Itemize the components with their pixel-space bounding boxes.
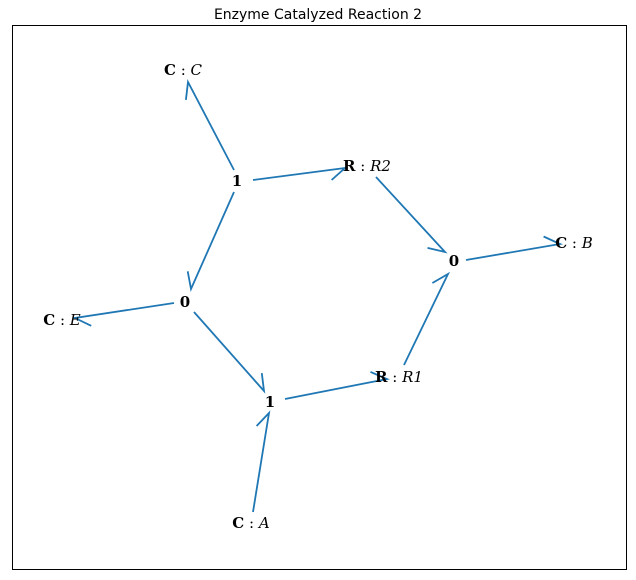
node-c-a-type: C xyxy=(232,514,244,532)
node-r-r2-name: R2 xyxy=(369,157,391,175)
node-c-a-sep: : xyxy=(244,514,259,532)
node-c-c-type: C xyxy=(164,61,176,79)
node-c-e-type: C xyxy=(43,311,55,329)
node-c-a: C : A xyxy=(232,514,270,532)
node-r-r1-sep: : xyxy=(388,368,403,386)
bond-r-r1-to-zero-right xyxy=(403,271,451,366)
node-zero-right: 0 xyxy=(449,252,459,270)
node-c-e-name: E xyxy=(69,311,81,329)
node-c-b-sep: : xyxy=(567,234,582,252)
node-r-r1-type: R xyxy=(375,368,388,386)
node-r-r2-sep: : xyxy=(356,157,371,175)
node-zero-left: 0 xyxy=(180,293,190,311)
bond-r-r2-to-zero-right xyxy=(375,176,448,254)
node-c-e: C : E xyxy=(43,311,81,329)
node-r-r2-type: R xyxy=(343,157,356,175)
node-c-a-name: A xyxy=(257,514,270,532)
bond-zero-left-to-one-bottom xyxy=(193,311,266,394)
node-r-r1-name: R1 xyxy=(401,368,423,386)
node-c-e-sep: : xyxy=(55,311,70,329)
diagram-title: Enzyme Catalyzed Reaction 2 xyxy=(214,7,422,23)
node-r-r1: R : R1 xyxy=(375,368,423,386)
bond-one-top-to-zero-left xyxy=(186,191,235,293)
bond-one-bottom-to-r-r1 xyxy=(284,371,391,400)
bond-zero-right-to-c-b xyxy=(465,235,564,261)
node-c-b: C : B xyxy=(555,234,593,252)
node-c-c: C : C xyxy=(164,61,203,79)
node-c-b-type: C xyxy=(555,234,567,252)
bond-one-top-to-r-r2 xyxy=(252,166,348,181)
bond-zero-left-to-c-e xyxy=(71,302,175,327)
bond-c-a-to-one-bottom xyxy=(252,410,271,513)
node-c-c-name: C xyxy=(191,61,203,79)
node-one-top: 1 xyxy=(232,172,242,190)
axes-frame xyxy=(12,25,627,570)
node-r-r2: R : R2 xyxy=(343,157,391,175)
bonds-layer xyxy=(71,78,564,513)
node-c-c-sep: : xyxy=(176,61,191,79)
bond-one-top-to-c-c xyxy=(185,78,235,171)
node-one-bottom: 1 xyxy=(265,393,275,411)
node-c-b-name: B xyxy=(581,234,593,252)
